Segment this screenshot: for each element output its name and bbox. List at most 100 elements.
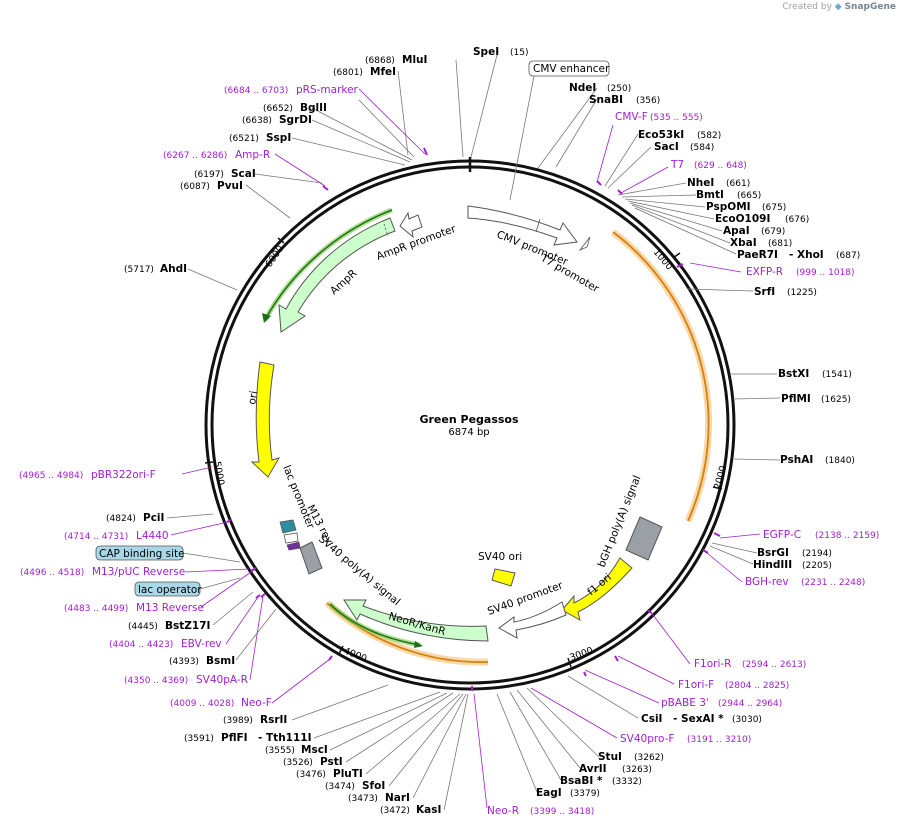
- plasmid-size: 6874 bp: [448, 427, 489, 438]
- label-ori: ori: [246, 390, 260, 406]
- svg-text:MscI: MscI: [301, 744, 328, 756]
- cmv-promoter-arrow: [467, 205, 578, 246]
- svg-text:BstZ17I: BstZ17I: [165, 620, 210, 632]
- primer-l4440: (4714 .. 4731)L4440: [64, 530, 169, 542]
- svg-text:(4965 .. 4984): (4965 .. 4984): [19, 471, 83, 481]
- primer-m13-puc-reverse: (4496 .. 4518)M13/pUC Reverse: [20, 566, 185, 578]
- svg-text:(3379): (3379): [570, 789, 600, 799]
- svg-text:(629 .. 648): (629 .. 648): [694, 161, 747, 171]
- credit-brand: SnapGene: [844, 2, 896, 12]
- site-sexAI: - SexAI *(3030): [673, 713, 762, 725]
- site-pspOMI: PspOMI(675): [706, 201, 786, 213]
- svg-text:CMV-F: CMV-F: [615, 111, 648, 123]
- snapgene-logo-icon: ◆: [834, 2, 842, 12]
- svg-text:(687): (687): [836, 251, 860, 261]
- svg-text:(1840): (1840): [825, 456, 855, 466]
- site-pflMI: PflMI (1625): [781, 393, 851, 405]
- label-cap-binding-site: CAP binding site: [99, 548, 185, 560]
- label-t7-promoter: T7 promoter: [538, 252, 602, 296]
- f1-ori-arrow: [561, 557, 633, 621]
- ampr-promoter-arrow: [399, 211, 423, 239]
- svg-text:Neo-R: Neo-R: [487, 805, 519, 817]
- svg-text:(4404 .. 4423): (4404 .. 4423): [109, 640, 173, 650]
- svg-text:BsmI: BsmI: [206, 655, 235, 667]
- svg-text:Neo-F: Neo-F: [241, 697, 272, 709]
- svg-text:L4440: L4440: [136, 530, 169, 542]
- primer-m13-reverse: (4483 .. 4499)M13 Reverse: [64, 602, 204, 614]
- site-srfI: SrfI(1225): [754, 286, 817, 298]
- backbone-ring: [204, 157, 736, 691]
- primer-ebv-rev: (4404 .. 4423)EBV-rev: [109, 638, 222, 650]
- svg-text:PaeR7I: PaeR7I: [737, 249, 778, 261]
- site-mscI: (3555)MscI: [265, 744, 328, 756]
- svg-text:(681): (681): [768, 239, 792, 249]
- site-pshAI: PshAI (1840): [780, 454, 855, 466]
- site-mluI: (6868)MluI: [365, 54, 427, 66]
- primer-leaders: [170, 88, 761, 809]
- site-hindIII: HindIII(2205): [753, 559, 832, 571]
- svg-text:M13 Reverse: M13 Reverse: [136, 602, 204, 614]
- primer-sv40pro-f: SV40pro-F(3191 .. 3210): [620, 733, 751, 745]
- svg-text:PvuI: PvuI: [217, 180, 243, 192]
- credit-prefix: Created by: [782, 2, 832, 12]
- primer-egfp-c: EGFP-C (2138 .. 2159): [763, 529, 879, 541]
- tick-5000: 5000: [204, 461, 226, 487]
- svg-text:pBR322ori-F: pBR322ori-F: [91, 469, 156, 481]
- svg-text:(2944 .. 2964): (2944 .. 2964): [718, 699, 782, 709]
- site-bsmI: (4393)BsmI: [169, 655, 235, 667]
- primer-pbabe-3: pBABE 3'(2944 .. 2964): [661, 697, 782, 709]
- site-bsrGI: BsrGI(2194): [757, 547, 832, 559]
- svg-text:(1625): (1625): [821, 395, 851, 405]
- site-snaBI: SnaBI(356): [589, 94, 660, 106]
- svg-text:MfeI: MfeI: [370, 66, 396, 78]
- svg-text:PflMI: PflMI: [781, 393, 811, 405]
- site-pciI: (4824)PciI: [106, 512, 164, 524]
- tick-label-5000: 5000: [211, 461, 226, 487]
- primer-neo-f: (4009 .. 4028)Neo-F: [170, 697, 272, 709]
- ampr-arrow: [278, 217, 396, 333]
- svg-text:(6267 .. 6286): (6267 .. 6286): [163, 151, 227, 161]
- svg-text:XbaI: XbaI: [730, 237, 757, 249]
- svg-text:(3191 .. 3210): (3191 .. 3210): [687, 735, 751, 745]
- svg-text:BglII: BglII: [300, 102, 327, 114]
- svg-text:BGH-rev: BGH-rev: [745, 576, 789, 588]
- svg-text:(2138 .. 2159): (2138 .. 2159): [815, 531, 879, 541]
- svg-text:ScaI: ScaI: [231, 168, 256, 180]
- svg-text:AhdI: AhdI: [160, 263, 187, 275]
- svg-text:SnaBI: SnaBI: [589, 94, 623, 106]
- site-pstI: (3526)PstI: [283, 756, 343, 768]
- svg-text:pRS-marker: pRS-marker: [296, 84, 359, 96]
- svg-text:NdeI: NdeI: [569, 82, 596, 94]
- site-pvuI: (6087) PvuI: [180, 180, 243, 192]
- site-sgrDI: (6638)SgrDI: [242, 114, 312, 126]
- svg-text:SpeI: SpeI: [473, 46, 499, 58]
- site-bstXI: BstXI(1541): [778, 368, 852, 380]
- svg-text:F1ori-R: F1ori-R: [694, 658, 731, 670]
- site-speI: SpeI(15): [473, 46, 528, 58]
- svg-text:BstXI: BstXI: [778, 368, 809, 380]
- ori-arrow: [250, 361, 281, 478]
- tick-6000: 6000: [263, 237, 286, 270]
- site-stuI: StuI(3262): [598, 751, 664, 763]
- svg-text:EGFP-C: EGFP-C: [763, 529, 801, 541]
- svg-text:(2594 .. 2613): (2594 .. 2613): [742, 660, 806, 670]
- primer-bgh-rev: BGH-rev(2231 .. 2248): [745, 576, 865, 588]
- svg-text:PshAI: PshAI: [780, 454, 813, 466]
- site-ecoO109I: EcoO109I(676): [715, 213, 809, 225]
- svg-text:(6801): (6801): [333, 68, 363, 78]
- svg-text:ApaI: ApaI: [723, 225, 750, 237]
- svg-text:BsrGI: BsrGI: [757, 547, 789, 559]
- site-xhoI: - XhoI(687): [789, 249, 860, 261]
- lac-operator-box: lac operator: [134, 577, 241, 597]
- svg-text:(6087): (6087): [180, 182, 210, 192]
- label-cmv-enhancer: CMV enhancer: [533, 63, 610, 75]
- svg-text:(3591): (3591): [184, 734, 214, 744]
- svg-text:RsrII: RsrII: [260, 714, 287, 726]
- label-lac-operator: lac operator: [138, 584, 202, 596]
- svg-text:KasI: KasI: [416, 804, 441, 816]
- primer-cmv-f: CMV-F(535 .. 555): [615, 111, 703, 123]
- neor-kanr-arrow: [343, 599, 489, 642]
- svg-text:CsiI: CsiI: [641, 713, 662, 725]
- svg-text:SacI: SacI: [654, 141, 679, 153]
- svg-text:(999 .. 1018): (999 .. 1018): [796, 268, 855, 278]
